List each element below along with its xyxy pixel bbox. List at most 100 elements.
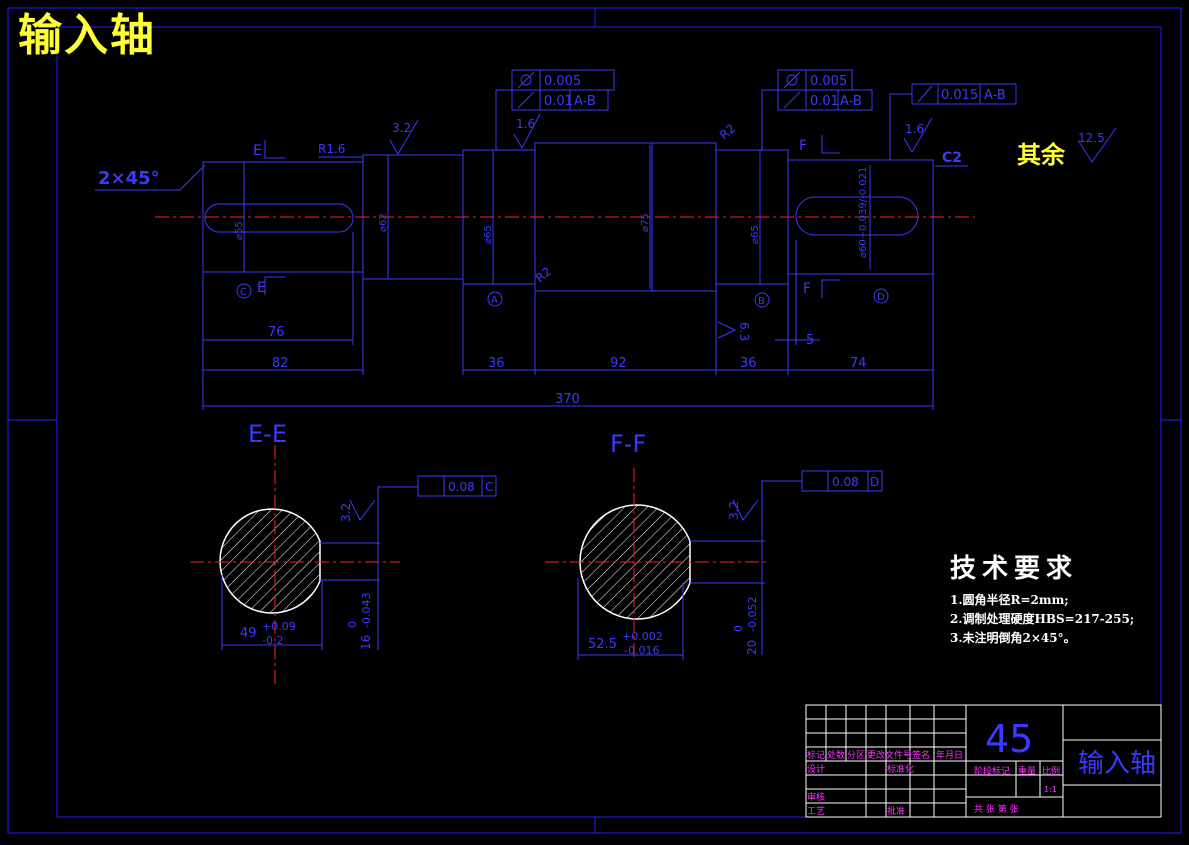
tb-weight: 重量 <box>1018 765 1036 777</box>
tolerance-symbols <box>517 71 933 109</box>
label-r16: R1.6 <box>318 142 345 156</box>
section-e-labels: 0.08 C 3.2 49 +0.09 -0.2 16 0 -0.043 <box>240 480 493 650</box>
label-f-top: F <box>799 138 807 154</box>
tech-line-2: 2.调制处理硬度HBS=217-255; <box>950 612 1135 626</box>
rough-2: 1.6 <box>516 117 535 131</box>
label-r2a: R2 <box>533 264 554 285</box>
tb-c5: 签名 <box>912 749 930 761</box>
dim-92: 92 <box>610 356 627 371</box>
dim-5: 5 <box>806 333 814 348</box>
chamfer-note: 2×45° <box>95 164 206 191</box>
tb-part-name: 输入轴 <box>1078 749 1156 779</box>
label-r2b: R2 <box>717 121 738 142</box>
dim-74: 74 <box>850 356 867 371</box>
tol-2a: 0.005 <box>810 74 847 89</box>
section-f-dims <box>577 470 883 660</box>
rough-other-value: 12.5 <box>1078 131 1105 145</box>
datum-c: C <box>240 287 247 298</box>
sec-f-tol: 0.08 <box>832 475 859 489</box>
rough-other-symbol <box>1077 127 1117 163</box>
sec-f-width-up: +0.002 <box>622 630 663 643</box>
sec-e-key: 16 <box>359 635 373 650</box>
roughness-other-label: 其余 <box>1017 140 1065 169</box>
tb-scale: 比例 <box>1042 765 1060 777</box>
section-f-body <box>579 504 691 620</box>
sec-e-width-up: +0.09 <box>262 620 296 633</box>
rough-3: 1.6 <box>905 122 924 136</box>
length-labels: 76 82 36 92 36 74 370 5 <box>268 325 867 407</box>
title-block-labels: 标记 处数 分区 更改文件号 签名 年月日 设计 标准化 审核 工艺 批准 阶段… <box>807 749 1060 817</box>
label-e-bottom: E <box>257 280 266 296</box>
sec-e-tol-ref: C <box>485 480 493 494</box>
dim-36b: 36 <box>740 356 757 371</box>
section-e-body <box>219 508 321 614</box>
datum-d: D <box>877 292 885 303</box>
tb-sheets: 共 张 第 张 <box>974 803 1019 815</box>
frame-ticks <box>8 8 1181 833</box>
sec-f-key: 20 <box>745 640 759 655</box>
section-e-title: E-E <box>248 420 287 448</box>
sec-e-width-dn: -0.2 <box>262 634 283 647</box>
tb-design: 设计 <box>807 763 825 775</box>
datum-letters: C A B D <box>240 287 885 307</box>
tb-review: 审核 <box>807 791 825 803</box>
datum-b: B <box>758 296 765 307</box>
tb-c1: 标记 <box>807 749 825 761</box>
section-f-center <box>545 468 770 660</box>
tolerance-values: 0.005 0.01 A-B 0.005 0.01 A-B 0.015 A-B <box>544 74 1006 109</box>
rough-6: 6.3 <box>737 322 751 341</box>
sec-e-rough: 3.2 <box>339 503 353 522</box>
tol-1b: 0.01 <box>544 94 573 109</box>
chamfer-text: 2×45° <box>98 168 160 189</box>
outer-frame <box>7 7 1182 834</box>
dia-label-3: ⌀65 <box>483 225 494 244</box>
tol-1a: 0.005 <box>544 74 581 89</box>
tb-c2: 处数 <box>827 749 845 761</box>
label-e-top: E <box>253 143 262 159</box>
tech-line-3: 3.未注明倒角2×45°。 <box>950 631 1076 645</box>
tech-line-1: 1.圆角半径R=2mm; <box>950 593 1069 607</box>
sec-f-key-dn: -0.052 <box>746 597 759 632</box>
technical-requirements: 技术要求 1.圆角半径R=2mm; 2.调制处理硬度HBS=217-255; 3… <box>950 548 1134 648</box>
label-c2: C2 <box>942 150 962 166</box>
sec-e-tol: 0.08 <box>448 480 475 494</box>
section-markers <box>264 135 840 298</box>
tol-2b-ref: A-B <box>840 94 862 109</box>
sec-e-key-dn: -0.043 <box>360 593 373 628</box>
dia-label-5: ⌀65 <box>750 225 761 244</box>
sec-f-rough: 3.2 <box>727 501 741 520</box>
inner-frame <box>56 26 1162 818</box>
section-e-dims <box>221 475 497 650</box>
datum-a: A <box>491 295 498 306</box>
dia-label-1: ⌀55 <box>234 221 245 240</box>
rough-1: 3.2 <box>392 121 411 135</box>
dia-label-6: ⌀60+0.039/-0.021 <box>858 167 869 258</box>
tb-stage: 阶段标记 <box>974 765 1010 777</box>
dia-label-4: ⌀75 <box>640 213 651 232</box>
section-letters: E E F F <box>253 138 811 297</box>
title-block-grid <box>805 704 1162 818</box>
sec-e-width: 49 <box>240 626 257 641</box>
roughness-values: 3.2 1.6 1.6 6.3 <box>392 117 924 341</box>
diameter-labels: ⌀55 ⌀62 ⌀65 ⌀75 ⌀65 ⌀60+0.039/-0.021 <box>234 167 869 258</box>
sec-f-tol-ref: D <box>870 475 879 489</box>
tolerance-frames <box>495 69 1017 160</box>
sec-f-width: 52.5 <box>588 637 617 652</box>
datum-circles <box>236 283 889 308</box>
label-f-bottom: F <box>803 281 811 297</box>
sec-f-width-dn: -0.016 <box>624 644 659 657</box>
sec-f-key-up: 0 <box>732 625 745 632</box>
section-f-title: F-F <box>610 430 646 458</box>
tol-3: 0.015 <box>941 88 978 103</box>
tb-process: 工艺 <box>807 806 825 817</box>
length-dim-lines <box>202 232 934 410</box>
tb-approve: 批准 <box>887 805 905 817</box>
tech-heading: 技术要求 <box>950 554 1079 584</box>
tb-scale-val: 1:1 <box>1044 785 1057 794</box>
diameter-dim-lines <box>243 145 871 289</box>
tol-1b-ref: A-B <box>574 94 596 109</box>
roughness-symbols <box>389 113 933 339</box>
dim-370: 370 <box>555 392 580 407</box>
